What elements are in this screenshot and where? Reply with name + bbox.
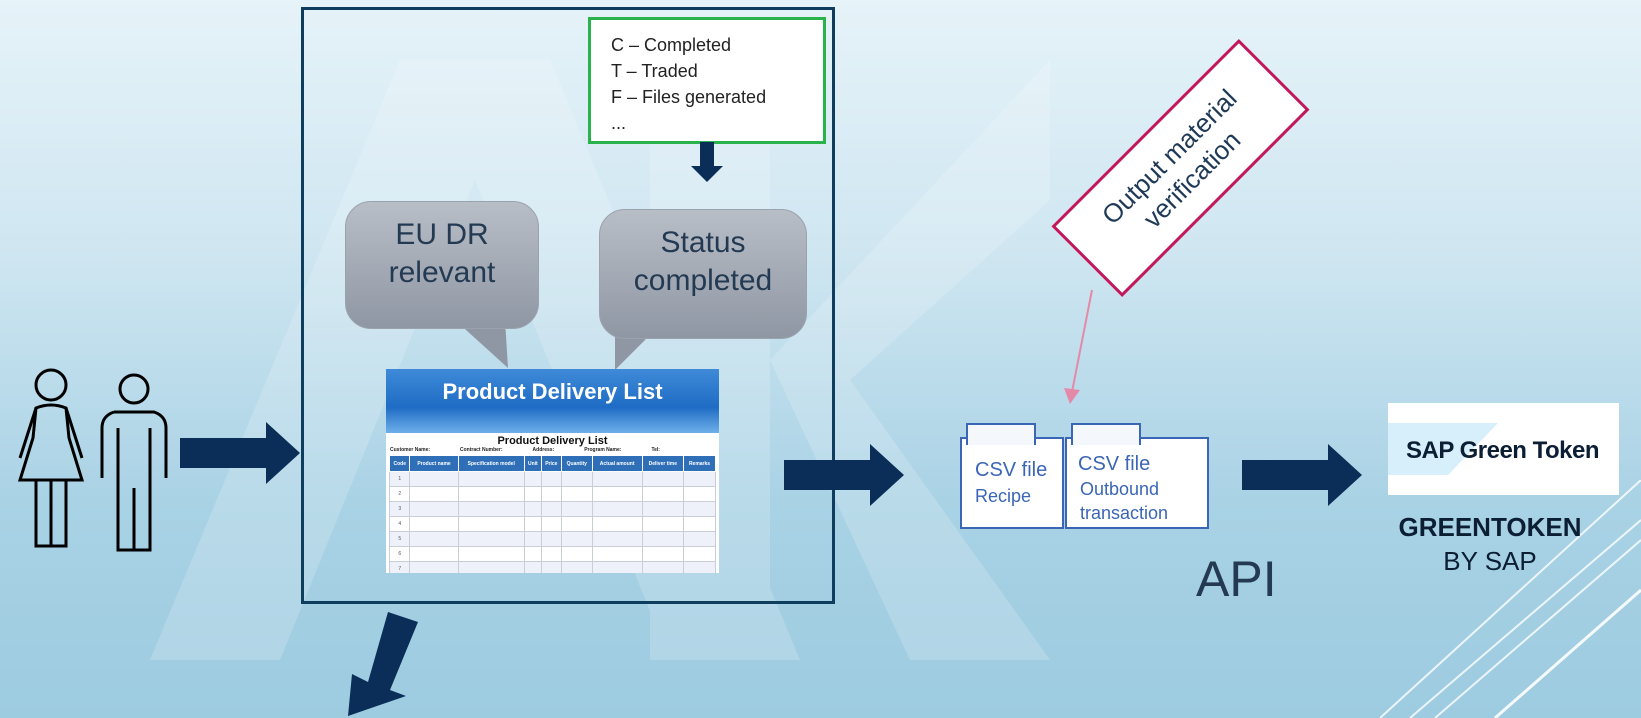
table-row: 6 (388, 546, 716, 562)
api-label: API (1196, 551, 1277, 607)
bubble-text: Status (660, 226, 746, 259)
verification-connector-arrow (1064, 289, 1093, 404)
status-legend-box: C – Completed T – Traded F – Files gener… (588, 17, 826, 144)
arrow-right-3 (1242, 444, 1362, 506)
column-header: Specification model (457, 455, 525, 472)
row-number: 4 (388, 516, 411, 532)
arrow-right-2 (784, 444, 904, 506)
legend-line: T – Traded (611, 61, 698, 81)
table-row: 5 (388, 531, 716, 547)
output-material-verification-box: Output material verification (1051, 38, 1310, 298)
column-header: Quantity (560, 455, 593, 472)
csv-subtitle: transaction (1080, 503, 1169, 523)
row-number: 7 (388, 561, 411, 573)
table-row: 2 (388, 486, 716, 502)
corner-decoration (1380, 480, 1641, 718)
table-row: 4 (388, 516, 716, 532)
meta-field: Program Name: (584, 447, 622, 453)
document-header: Product Delivery List (386, 369, 719, 433)
document-meta: Customer Name: Contract Number: Address:… (386, 447, 719, 453)
caption-line: GREENTOKEN (1398, 512, 1582, 542)
sap-green-token-logo: SAP Green Token (1388, 403, 1619, 495)
document-inner-title: Product Delivery List (497, 435, 608, 447)
bubble-text: completed (633, 264, 773, 297)
column-header: Code (388, 455, 411, 472)
csv-subtitle: Outbound (1080, 479, 1160, 499)
csv-title: CSV file (1078, 453, 1151, 475)
file-tab (966, 423, 1036, 445)
bubble-text: EU DR (395, 218, 489, 251)
meta-field: Customer Name: (390, 447, 431, 453)
eu-dr-relevant-bubble: EU DR relevant (345, 201, 539, 329)
csv-file-recipe: CSV file Recipe (960, 423, 1064, 529)
row-number: 2 (388, 486, 411, 502)
column-header: Deliver time (641, 455, 685, 472)
table-row: 3 (388, 501, 716, 517)
arrow-down-left (348, 612, 418, 716)
csv-title: CSV file (975, 459, 1048, 481)
file-tab (1071, 423, 1141, 445)
process-frame (301, 7, 835, 604)
row-number: 6 (388, 546, 411, 562)
row-number: 3 (388, 501, 411, 517)
arrow-down-small (691, 142, 723, 182)
legend-line: ... (611, 113, 627, 133)
csv-subtitle: Recipe (975, 486, 1032, 506)
product-delivery-list-document: Product Delivery List Product Delivery L… (386, 369, 719, 573)
meta-field: Address: (532, 447, 555, 453)
table-row: 7 (388, 561, 716, 573)
csv-file-outbound: CSV file Outbound transaction (1065, 423, 1209, 529)
caption-line: BY SAP (1443, 546, 1537, 576)
legend-line: C – Completed (611, 35, 732, 55)
bubble-text: relevant (388, 256, 496, 289)
logo-text: SAP Green Token (1406, 437, 1600, 464)
legend-line: F – Files generated (611, 87, 767, 107)
meta-field: Tel: (651, 447, 660, 453)
column-header: Price (540, 455, 562, 472)
column-header: Unit (523, 455, 542, 472)
row-number: 5 (388, 531, 411, 547)
greentoken-caption: GREENTOKEN BY SAP (1390, 510, 1590, 578)
row-number: 1 (388, 471, 411, 487)
logo-accent-shape (1388, 423, 1498, 475)
column-header: Remarks (683, 455, 716, 472)
meta-field: Contract Number: (460, 447, 503, 453)
column-header: Actual amount (591, 455, 643, 472)
column-header: Product name (409, 455, 459, 472)
arrow-right-1 (180, 422, 300, 484)
document-table: Code Product name Specification model Un… (388, 455, 716, 573)
people-icon (17, 368, 168, 552)
table-row: 1 (388, 471, 716, 487)
status-completed-bubble: Status completed (599, 209, 807, 339)
